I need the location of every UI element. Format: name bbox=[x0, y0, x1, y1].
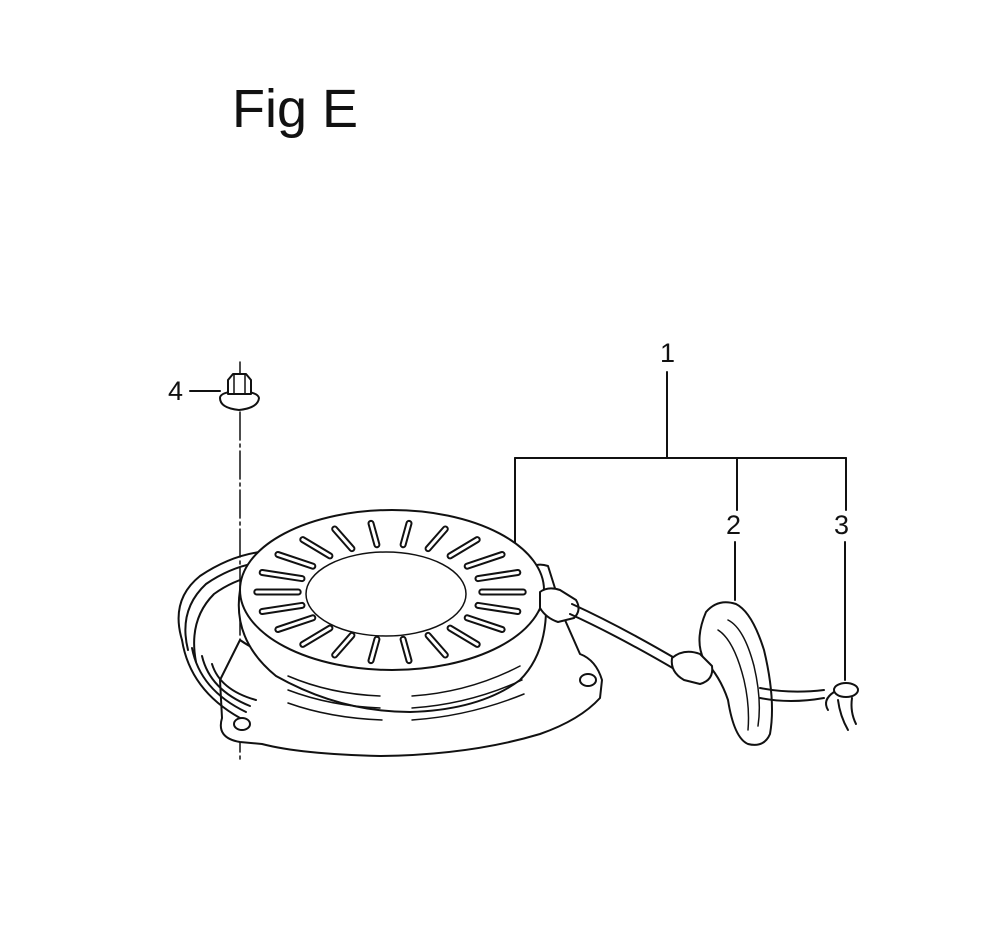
callout-1-label: 1 bbox=[660, 338, 675, 368]
vent-slot-inner bbox=[448, 626, 479, 646]
callout-3-label: 3 bbox=[834, 510, 849, 540]
vent-slot-inner bbox=[426, 527, 447, 551]
vent-slot-inner bbox=[476, 571, 520, 581]
vent-slots bbox=[253, 519, 527, 665]
rope-knot bbox=[825, 682, 859, 731]
callout-1-leader bbox=[514, 371, 847, 546]
callout-2-label: 2 bbox=[726, 510, 741, 540]
vent-slot-inner bbox=[465, 553, 504, 568]
vent-slot-inner bbox=[369, 521, 379, 547]
vent-slot-inner bbox=[369, 637, 379, 663]
recoil-starter-housing bbox=[177, 509, 603, 757]
figure-title: Fig E bbox=[232, 79, 359, 139]
vent-slot-inner bbox=[260, 571, 304, 581]
vent-slot-inner bbox=[276, 553, 315, 568]
vent-slot-inner bbox=[426, 633, 447, 657]
vent-slot-inner bbox=[476, 603, 520, 613]
flange-nut bbox=[219, 373, 260, 411]
vent-slot-inner bbox=[276, 616, 315, 631]
vent-slot-inner bbox=[333, 527, 354, 551]
vent-slot-inner bbox=[333, 633, 354, 657]
callout-4-label: 4 bbox=[168, 376, 183, 406]
vent-slot-inner bbox=[260, 603, 304, 613]
vent-slot-inner bbox=[301, 626, 332, 646]
starter-rope bbox=[539, 587, 679, 671]
starter-handle bbox=[670, 601, 825, 746]
vent-slot-inner bbox=[301, 538, 332, 558]
vent-slot-inner bbox=[401, 521, 411, 547]
vent-slot-inner bbox=[465, 616, 504, 631]
vent-slot-inner bbox=[448, 538, 479, 558]
vent-slot-inner bbox=[401, 637, 411, 663]
